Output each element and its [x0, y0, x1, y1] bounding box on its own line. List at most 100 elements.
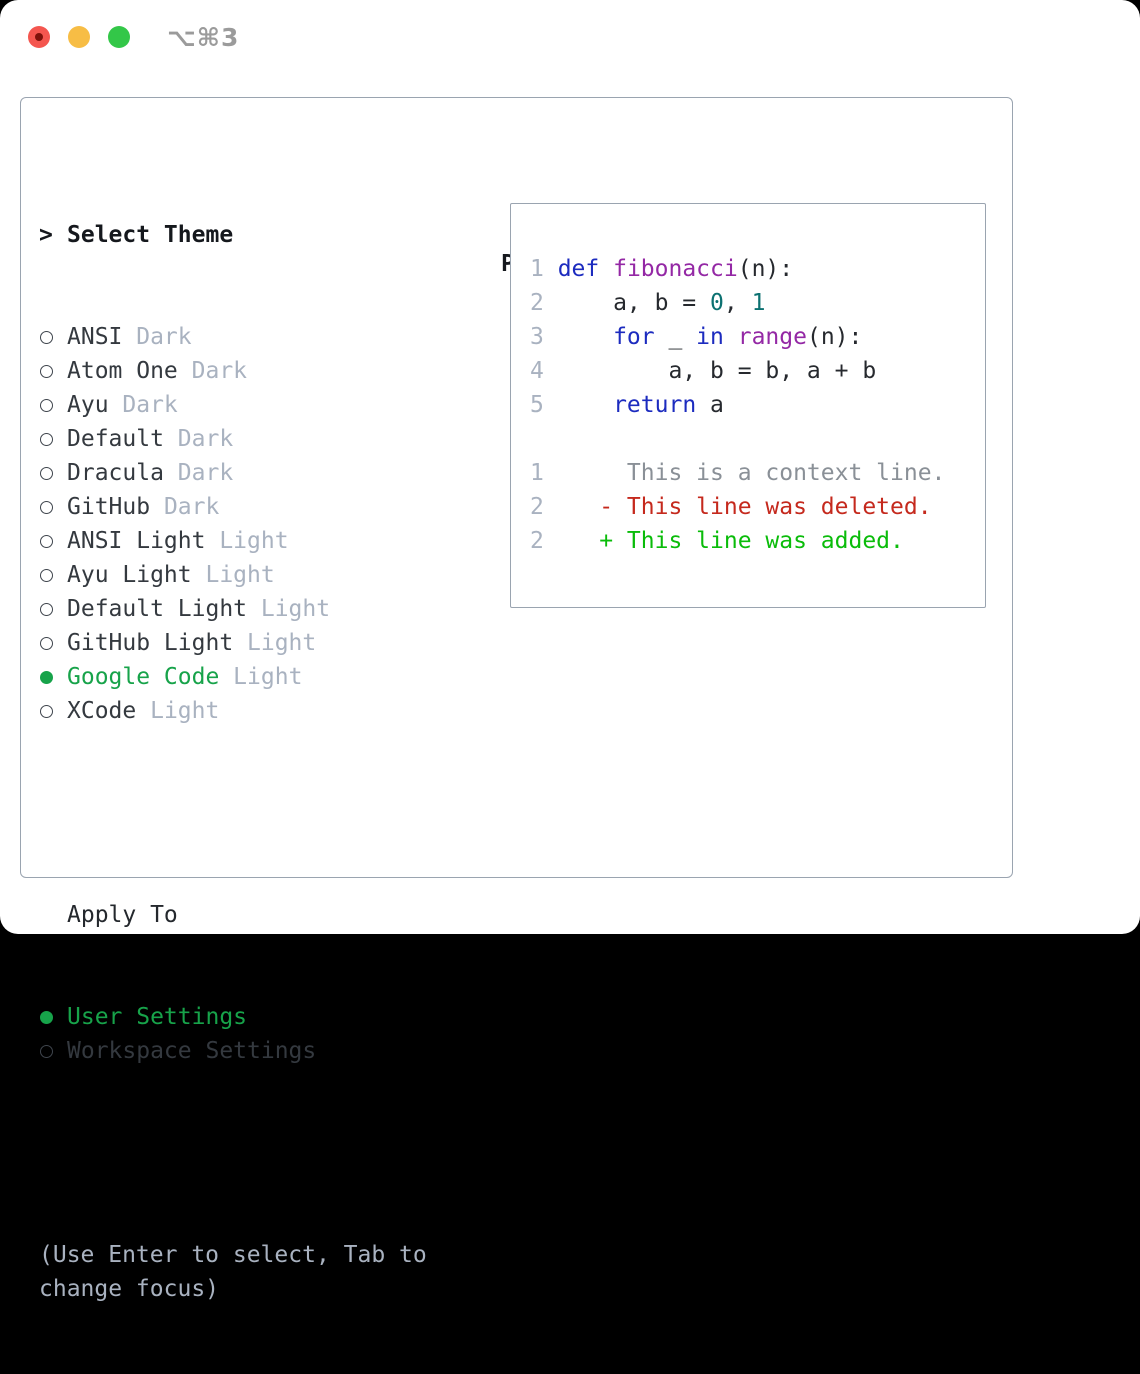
code-token-plain: (n):: [806, 324, 863, 350]
window-title: ⌥⌘3: [167, 22, 240, 52]
code-token-plain: ,: [723, 290, 752, 316]
diff-line-added: 2 + This line was added.: [530, 524, 985, 558]
theme-variant-badge: Light: [247, 596, 331, 622]
radio-icon: [40, 432, 53, 446]
line-number: 5: [530, 392, 544, 418]
theme-option-dracula[interactable]: Dracula Dark: [39, 456, 427, 490]
code-token-plain: [558, 324, 613, 350]
line-number: 1: [530, 256, 544, 282]
theme-name: ANSI: [67, 324, 123, 350]
radio-selected-icon: [40, 1010, 53, 1024]
radio-selected-icon: [40, 670, 53, 684]
theme-name: GitHub: [67, 494, 151, 520]
theme-variant-badge: Light: [233, 630, 317, 656]
code-token-plain: _: [654, 324, 697, 350]
theme-option-atom-one[interactable]: Atom One Dark: [39, 354, 427, 388]
apply-option-user-settings[interactable]: User Settings: [39, 1000, 427, 1034]
spacer-row: [39, 796, 427, 830]
theme-option-google-code[interactable]: Google Code Light: [39, 660, 427, 694]
theme-name: Default Light: [67, 596, 248, 622]
theme-name: Atom One: [67, 358, 178, 384]
code-token-keyword: def: [557, 256, 600, 282]
radio-icon: [40, 602, 53, 616]
theme-variant-badge: Light: [205, 528, 289, 554]
diff-added-text: + This line was added.: [557, 528, 904, 554]
radio-icon: [40, 568, 53, 582]
code-token-plain: a: [696, 392, 724, 418]
theme-name: Dracula: [67, 460, 164, 486]
radio-icon: [40, 330, 53, 344]
spacer-row: [39, 1136, 427, 1170]
theme-name: Ayu Light: [67, 562, 192, 588]
apply-to-title: Apply To: [67, 902, 178, 928]
theme-name: Default: [67, 426, 164, 452]
theme-option-github-light[interactable]: GitHub Light Light: [39, 626, 427, 660]
apply-to-header: Apply To: [39, 898, 427, 932]
code-line: 2 a, b = 0, 1: [530, 286, 985, 320]
line-number: 2: [530, 290, 544, 316]
diff-context-text: This is a context line.: [557, 460, 946, 486]
theme-variant-badge: Dark: [122, 324, 192, 350]
code-token-function: range: [737, 324, 807, 350]
focus-caret-icon: >: [39, 222, 53, 248]
theme-option-xcode[interactable]: XCode Light: [39, 694, 427, 728]
code-token-number: 1: [751, 290, 766, 316]
code-token-plain: a, b = b, a + b: [557, 358, 877, 384]
line-number: 4: [530, 358, 544, 384]
theme-variant-badge: Light: [136, 698, 220, 724]
code-line: 5 return a: [530, 388, 985, 422]
blank-line: [530, 422, 985, 456]
hint-line: (Use Enter to select, Tab to: [39, 1242, 427, 1268]
diff-line-context: 1 This is a context line.: [530, 456, 985, 490]
zoom-button[interactable]: [108, 26, 130, 48]
theme-name: Ayu: [67, 392, 109, 418]
theme-variant-badge: Light: [219, 664, 303, 690]
apply-option-workspace-settings[interactable]: Workspace Settings: [39, 1034, 427, 1068]
theme-variant-badge: Dark: [177, 358, 248, 384]
keyboard-hint: (Use Enter to select, Tab to change focus…: [39, 1238, 427, 1306]
radio-icon: [40, 398, 53, 412]
theme-option-default[interactable]: Default Dark: [39, 422, 427, 456]
code-token-function: fibonacci: [613, 256, 738, 282]
radio-icon: [40, 1044, 53, 1058]
close-active-dot-icon: [35, 33, 43, 41]
select-theme-title: Select Theme: [67, 222, 234, 248]
line-number: 1: [530, 460, 544, 486]
line-number: 2: [530, 528, 544, 554]
hint-line: change focus): [39, 1276, 220, 1302]
radio-icon: [40, 500, 53, 514]
apply-option-label: Workspace Settings: [67, 1038, 317, 1064]
radio-icon: [40, 636, 53, 650]
line-number: 2: [530, 494, 544, 520]
diff-deleted-text: - This line was deleted.: [557, 494, 932, 520]
theme-variant-badge: Light: [191, 562, 275, 588]
theme-name: ANSI Light: [67, 528, 206, 554]
line-number: 3: [530, 324, 544, 350]
theme-name: GitHub Light: [67, 630, 234, 656]
radio-icon: [40, 466, 53, 480]
close-button[interactable]: [28, 26, 50, 48]
code-token-plain: [599, 256, 613, 282]
theme-option-ayu[interactable]: Ayu Dark: [39, 388, 427, 422]
theme-option-ansi-light[interactable]: ANSI Light Light: [39, 524, 427, 558]
theme-option-ayu-light[interactable]: Ayu Light Light: [39, 558, 427, 592]
theme-variant-badge: Dark: [150, 494, 220, 520]
theme-option-default-light[interactable]: Default Light Light: [39, 592, 427, 626]
minimize-button[interactable]: [68, 26, 90, 48]
code-token-plain: [724, 324, 738, 350]
theme-name: Google Code: [67, 664, 220, 690]
radio-icon: [40, 534, 53, 548]
theme-variant-badge: Dark: [163, 460, 234, 486]
apply-option-label: User Settings: [67, 1004, 248, 1030]
diff-line-deleted: 2 - This line was deleted.: [530, 490, 985, 524]
theme-option-github[interactable]: GitHub Dark: [39, 490, 427, 524]
code-token-plain: a, b =: [557, 290, 711, 316]
code-line: 3 for _ in range(n):: [530, 320, 985, 354]
theme-option-ansi[interactable]: ANSI Dark: [39, 320, 427, 354]
